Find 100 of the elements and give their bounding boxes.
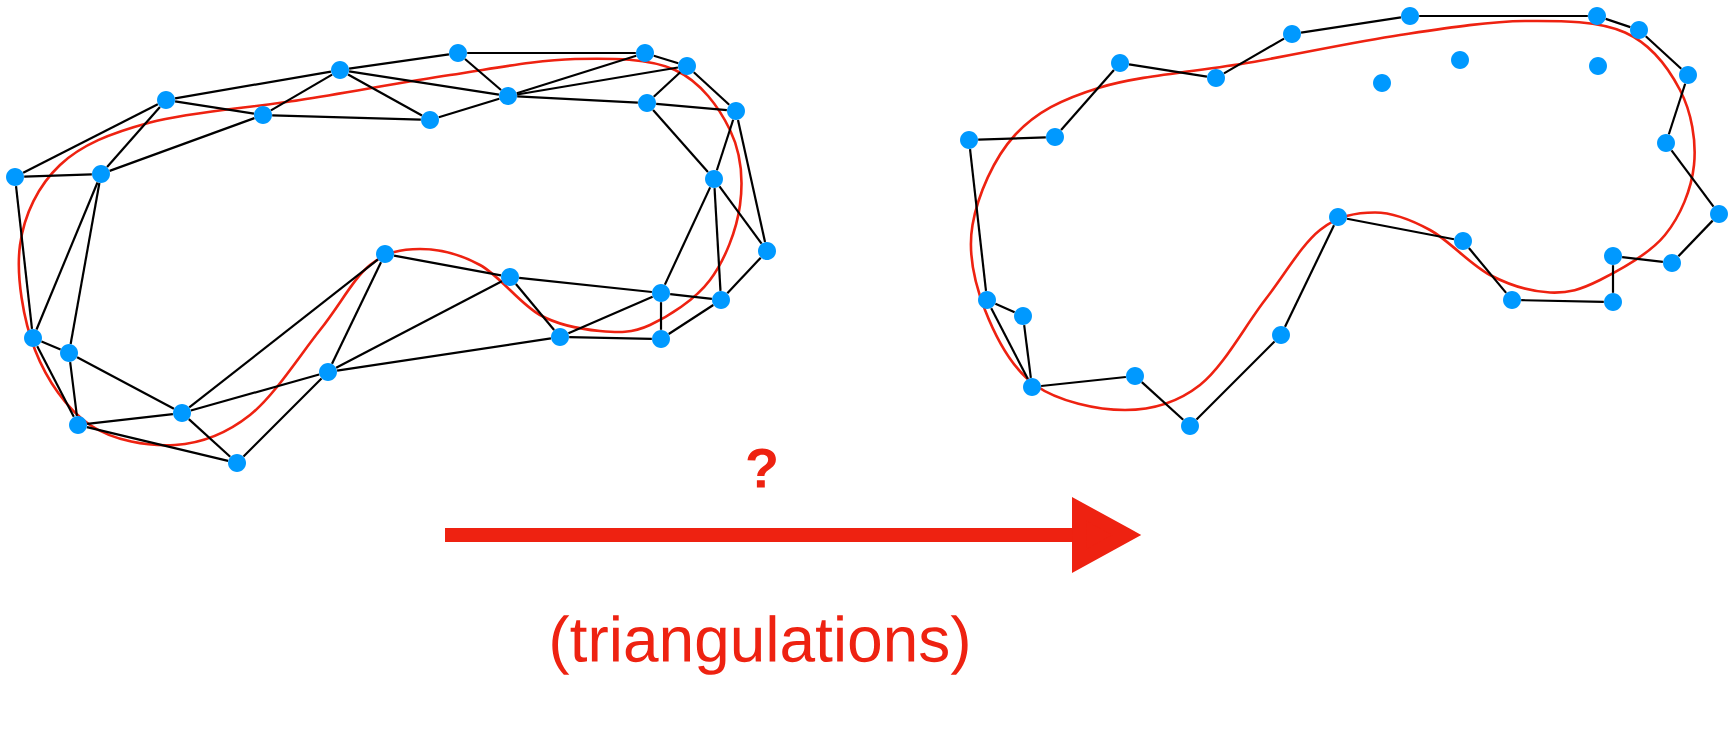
dot [705, 170, 723, 188]
line [1195, 340, 1276, 421]
dot [636, 44, 654, 62]
dot [1401, 7, 1419, 25]
line [188, 418, 231, 458]
line [1346, 217, 1455, 241]
line [1223, 37, 1285, 75]
dot [1604, 293, 1622, 311]
line [348, 70, 500, 96]
line [670, 292, 712, 301]
line [736, 119, 767, 243]
line [188, 258, 379, 409]
dot [449, 44, 467, 62]
line [1023, 325, 1032, 378]
line [1645, 35, 1682, 70]
line [519, 276, 652, 294]
dot [1454, 232, 1472, 250]
dot [712, 291, 730, 309]
line [693, 71, 730, 106]
line [69, 182, 101, 345]
line [1419, 14, 1588, 18]
line [1677, 219, 1714, 258]
dot [1023, 378, 1041, 396]
line [87, 412, 173, 426]
line [1667, 83, 1687, 135]
line [653, 71, 681, 98]
line [174, 70, 332, 100]
caption: (triangulations) [552, 615, 968, 675]
dot [1630, 21, 1648, 39]
line [347, 73, 423, 117]
line [1060, 69, 1115, 131]
dot [1588, 7, 1606, 25]
dot [1373, 74, 1391, 92]
line [106, 106, 161, 168]
dot [173, 404, 191, 422]
line [464, 58, 502, 91]
line [69, 362, 78, 416]
dot [1126, 367, 1144, 385]
line [109, 117, 255, 172]
line [718, 185, 763, 245]
line [1128, 63, 1208, 78]
line [668, 304, 714, 335]
dot [638, 94, 656, 112]
dot [960, 131, 978, 149]
line [76, 356, 175, 410]
line [336, 337, 552, 372]
line [568, 295, 653, 335]
line [663, 186, 712, 286]
line [653, 54, 679, 65]
dot [1272, 326, 1290, 344]
line [242, 377, 323, 458]
line [1670, 149, 1715, 208]
line [1622, 256, 1663, 263]
line [656, 102, 727, 112]
line [515, 283, 555, 331]
line [174, 100, 255, 115]
dot [1207, 69, 1225, 87]
line [393, 254, 502, 277]
line [1468, 247, 1507, 294]
dot [1710, 205, 1728, 223]
line [1611, 265, 1615, 293]
dot [551, 328, 569, 346]
question-mark: ? [747, 448, 776, 488]
dot [60, 344, 78, 362]
dot [758, 242, 776, 260]
dot [1014, 307, 1032, 325]
line [1521, 299, 1604, 303]
line [652, 109, 709, 173]
dot [499, 87, 517, 105]
line [272, 114, 421, 121]
dot [24, 329, 42, 347]
dot [1283, 25, 1301, 43]
line [14, 186, 34, 329]
dot [1663, 254, 1681, 272]
line [713, 188, 722, 291]
dot [254, 106, 272, 124]
dot [1046, 128, 1064, 146]
line [990, 307, 1029, 380]
line [1141, 381, 1184, 421]
dot [978, 291, 996, 309]
dot [92, 165, 110, 183]
dot [421, 111, 439, 129]
line [270, 73, 333, 112]
line [516, 66, 679, 96]
dot [6, 168, 24, 186]
line [190, 373, 320, 412]
dot [319, 363, 337, 381]
line [348, 53, 450, 70]
line [516, 54, 637, 95]
line [1605, 17, 1631, 29]
line [726, 256, 762, 295]
dot [1657, 134, 1675, 152]
line [335, 280, 503, 369]
dot [331, 61, 349, 79]
dot [1679, 66, 1697, 84]
line [659, 302, 663, 330]
line [1300, 16, 1402, 34]
line [24, 173, 92, 178]
dot [652, 284, 670, 302]
dot [228, 454, 246, 472]
